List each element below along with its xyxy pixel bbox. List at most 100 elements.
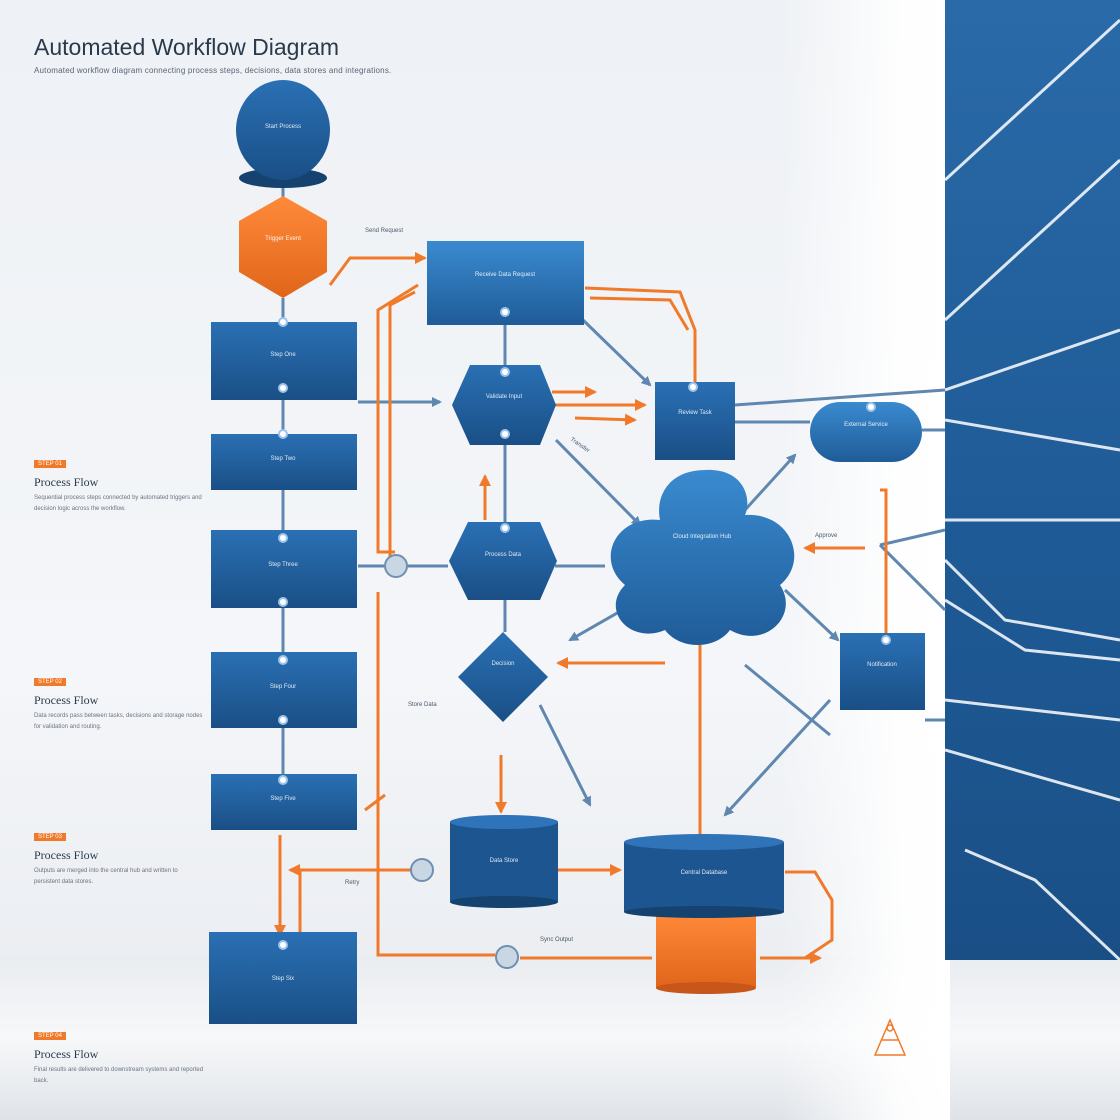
node-trigger: Trigger Event [239,196,327,298]
node-cylinder-big: Central Database [624,834,784,994]
connection-dot [278,715,288,725]
connection-dot [500,307,510,317]
node-label: Review Task [678,410,713,416]
section-text: Outputs are merged into the central hub … [34,868,178,885]
section-text: Final results are delivered to downstrea… [34,1067,204,1084]
connection-dot [278,533,288,543]
wall-glow [780,0,950,1120]
decorative-panel [945,0,1120,960]
connectors-orange [274,252,888,964]
node-label: Step Three [268,562,298,568]
junction-dots [384,554,519,969]
connection-dot [278,383,288,393]
node-label: Start Process [265,124,301,130]
connector [376,592,495,957]
connector [878,543,947,612]
edge-label: Approve [815,533,838,539]
node-label: Trigger Event [265,236,301,242]
edge-label: Sync Output [540,937,573,943]
node-box-right: Notification [840,633,925,710]
edge-label: Store Data [408,702,437,708]
edge-label: Transfer [569,437,591,455]
connectors-blue [281,185,947,817]
node-cylinder-mid: Data Store [450,815,558,908]
connector [364,793,386,812]
section-text: Data records pass between tasks, decisio… [34,713,203,730]
section-heading: Process Flow [34,1047,99,1061]
connector [388,290,416,560]
node-label: Step One [270,352,296,358]
node-label: Notification [867,662,897,668]
node-label: Step Two [271,456,297,462]
connection-dots [278,307,891,950]
node-step-3: Step Three [211,530,357,608]
connection-dot [500,429,510,439]
node-hex-1: Validate Input [452,365,556,445]
node-label: Central Database [681,870,728,876]
node-decision: Decision [458,632,548,722]
edge-label: Send Request [365,228,403,234]
connector [589,296,690,331]
connection-dot [688,382,698,392]
node-label: Step Six [272,976,294,982]
node-label: Decision [491,661,514,667]
connection-dot [278,597,288,607]
node-cloud: Cloud Integration Hub [610,469,795,645]
junction-dot [384,554,408,578]
connector [734,388,946,407]
section-heading: Process Flow [34,848,99,862]
connector [783,588,840,642]
node-label: Validate Input [486,394,523,400]
connector [376,283,419,554]
sidebar-section-1: STEP 01 Process Flow Sequential process … [34,450,204,515]
section-heading: Process Flow [34,475,99,489]
connector [880,488,888,640]
sidebar-section-3: STEP 03 Process Flow Outputs are merged … [34,823,204,888]
connection-dot [866,402,876,412]
connector [328,252,427,286]
section-tag: STEP 02 [34,678,66,686]
connection-dot [278,775,288,785]
connector [554,438,642,527]
section-tag: STEP 04 [34,1032,66,1040]
connection-dot [278,317,288,327]
page-title: Automated Workflow Diagram [34,34,340,60]
connector [879,528,946,547]
section-tag: STEP 03 [34,833,66,841]
connector [723,698,832,817]
connection-dot [881,635,891,645]
connection-dot [500,367,510,377]
node-box-mid: Review Task [655,382,735,460]
node-label: Step Five [270,796,296,802]
node-label: Step Four [270,684,296,690]
panel-lines [945,18,1120,960]
connection-dot [278,429,288,439]
connector [743,453,797,512]
sidebar-section-4: STEP 04 Process Flow Final results are d… [34,1022,204,1087]
connection-dot [278,940,288,950]
junction-dot [495,945,519,969]
section-heading: Process Flow [34,693,99,707]
junction-dot [410,858,434,882]
page-subtitle: Automated workflow diagram connecting pr… [34,66,392,75]
node-start: Start Process [236,80,330,188]
connection-dot [278,655,288,665]
connector [584,286,697,382]
connector [581,318,652,387]
section-tag: STEP 01 [34,460,66,468]
node-pill-right: External Service [810,402,922,462]
node-label: Data Store [490,858,519,864]
node-label: Process Data [485,552,522,558]
section-text: Sequential process steps connected by au… [34,495,202,512]
node-label: External Service [844,422,888,428]
node-hex-2: Process Data [449,522,557,600]
sidebar-section-2: STEP 02 Process Flow Data records pass b… [34,668,204,733]
logo-icon [873,1018,907,1056]
connector [574,413,637,426]
connection-dot [500,523,510,533]
node-label: Cloud Integration Hub [673,534,732,540]
connector [538,704,592,807]
node-step-2: Step Two [211,434,357,490]
node-label: Receive Data Request [475,272,535,278]
